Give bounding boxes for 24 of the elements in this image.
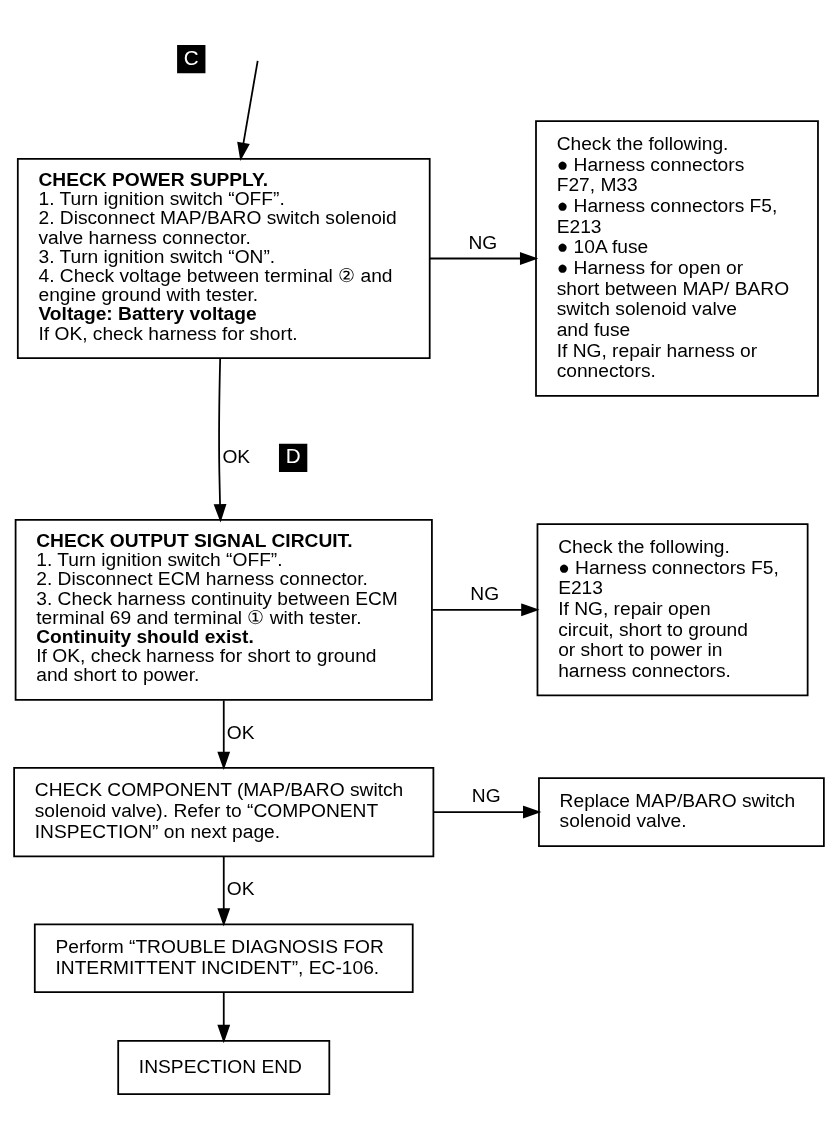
arrow <box>217 991 231 1044</box>
node-box: CHECK POWER SUPPLY. 1. Turn ignition switch “OFF”. 2. Disconnect MAP/BARO switch solenoid valve harness connector. 3. Turn ignition switch “ON”. 4. Check voltage between terminal ② and engine ground with tester. Voltage: Battery voltage If OK, check harness for short. <box>16 157 431 360</box>
node-box: Check the following. ● Harness connectors F27, M33 ● Harness connectors F5, E213 ● 10A fuse ● Harness for open or short between MAP/ BARO switch solenoid valve and fuse If NG, repair harness or connectors. <box>535 120 819 397</box>
arrow <box>217 855 231 927</box>
node-box: Check the following. ● Harness connectors F5, E213 If NG, repair open circuit, short to ground or short to power in harness connectors. <box>536 523 809 697</box>
edge-label: OK <box>226 878 255 900</box>
label: C <box>183 45 199 69</box>
node-box: Perform “TROUBLE DIAGNOSIS FOR INTERMITTENT INCIDENT”, EC-106. <box>33 923 414 994</box>
edge-label: OK <box>226 721 255 743</box>
arrow <box>432 805 542 819</box>
arrow <box>237 59 259 161</box>
arrow <box>431 603 540 617</box>
node-box: Replace MAP/BARO switch solenoid valve. <box>538 777 825 847</box>
label: D <box>285 444 301 468</box>
arrow <box>213 357 227 523</box>
node-box: CHECK OUTPUT SIGNAL CIRCUIT. 1. Turn ignition switch “OFF”. 2. Disconnect ECM harness connector. 3. Check harness continuity between ECM terminal 69 and terminal ① with tester. Continuity should exist. If OK, check harness for short to ground and short to power. <box>14 518 433 701</box>
edge-label: OK <box>222 445 251 467</box>
arrow <box>428 252 539 265</box>
edge-label: NG <box>470 583 500 605</box>
node-box: CHECK COMPONENT (MAP/BARO switch solenoid valve). Refer to “COMPONENT INSPECTION” on next page. <box>13 766 435 858</box>
edge-label: NG <box>468 231 498 253</box>
node-box: INSPECTION END <box>117 1040 331 1095</box>
arrow <box>217 699 231 770</box>
edge-label: NG <box>471 785 501 807</box>
